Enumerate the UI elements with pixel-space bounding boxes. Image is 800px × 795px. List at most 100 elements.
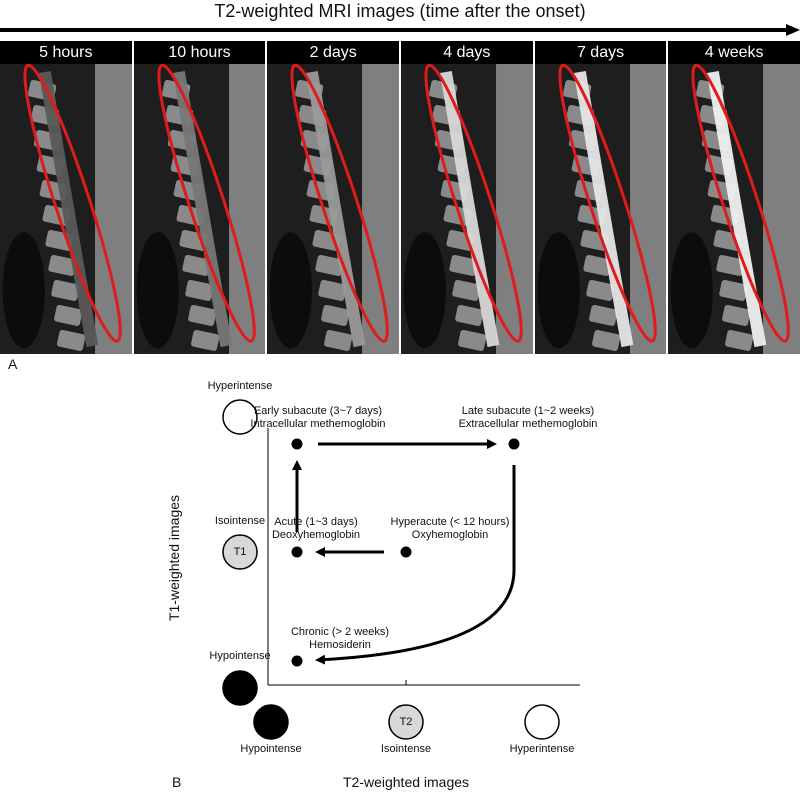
dot-hyperacute <box>400 546 412 558</box>
timeline-arrow <box>0 24 800 36</box>
vertebral-body <box>51 279 80 301</box>
posterior-tissue <box>95 64 132 354</box>
mri-image-row <box>0 64 800 354</box>
label-hyperacute: Hyperacute (< 12 hours) Oxyhemoglobin <box>385 516 515 542</box>
vertebral-body <box>716 254 745 276</box>
time-header-6: 4 weeks <box>668 41 800 64</box>
highlight-ellipse <box>424 64 523 343</box>
early-subacute-substance: Intracellular methemoglobin <box>250 418 386 430</box>
vertebral-body <box>583 254 612 276</box>
label-acute: Acute (1~3 days) Deoxyhemoglobin <box>266 516 366 542</box>
spinal-cord <box>38 71 99 348</box>
spinal-cord <box>707 71 767 348</box>
mri-scan-drawing <box>0 64 132 354</box>
dot-acute <box>291 546 303 558</box>
vertebral-body <box>452 279 481 301</box>
t2-marker: T2 <box>399 716 413 728</box>
mri-scan-drawing <box>401 64 533 354</box>
vertebral-body <box>318 279 347 301</box>
acute-title: Acute (1~3 days) <box>274 516 358 528</box>
spinal-cord <box>306 71 366 348</box>
y-level-isointense: Isointense <box>214 515 266 527</box>
thoracic-cavity <box>670 232 714 349</box>
panel-label-a: A <box>8 356 18 372</box>
y-axis-label: T1-weighted images <box>166 494 182 622</box>
arrow-late-subacute-to-chronic <box>315 465 516 665</box>
thoracic-cavity <box>403 232 446 349</box>
mri-image-2-days <box>267 64 400 354</box>
mri-image-10-hours <box>133 64 266 354</box>
x-axis-label: T2-weighted images <box>342 774 470 790</box>
thoracic-cavity <box>269 232 313 349</box>
time-header-3: 2 days <box>267 41 400 64</box>
time-header-5: 7 days <box>534 41 667 64</box>
hyperintense-y-circle <box>222 399 258 435</box>
mri-scan-drawing <box>534 64 667 354</box>
isointense-x-circle <box>388 704 424 740</box>
spinal-cord <box>439 71 500 348</box>
posterior-tissue <box>228 64 266 354</box>
vertebral-body <box>54 304 83 326</box>
vertebral-body <box>725 329 754 351</box>
mri-image-5-hours <box>0 64 132 354</box>
vertebral-body <box>321 304 350 326</box>
vertebral-body <box>190 329 219 351</box>
mri-image-4-weeks <box>668 64 800 354</box>
panel-label-b: B <box>172 774 182 790</box>
highlight-ellipse <box>23 64 122 343</box>
panel-a-mri-timeline: T2-weighted MRI images (time after the o… <box>0 0 800 372</box>
hypointense-x-circle <box>253 704 289 740</box>
y-level-hyperintense: Hyperintense <box>207 380 273 392</box>
late-subacute-substance: Extracellular methemoglobin <box>458 418 598 430</box>
spinal-cord <box>573 71 633 348</box>
vertebral-body <box>722 304 751 326</box>
dot-chronic <box>291 655 303 667</box>
early-subacute-title: Early subacute (3~7 days) <box>253 405 383 417</box>
x-level-hyperintense: Hyperintense <box>509 743 575 755</box>
late-subacute-title: Late subacute (1~2 weeks) <box>461 405 595 417</box>
timeline-title: T2-weighted MRI images (time after the o… <box>214 1 586 21</box>
vertebral-body <box>324 329 353 351</box>
hyperacute-title: Hyperacute (< 12 hours) <box>390 516 510 528</box>
t1-marker: T1 <box>233 546 247 558</box>
thoracic-cavity <box>136 232 179 349</box>
x-level-isointense: Isointense <box>380 743 432 755</box>
y-level-hypointense: Hypointense <box>209 650 271 662</box>
hyperintense-x-circle <box>524 704 560 740</box>
label-chronic: Chronic (> 2 weeks) Hemosiderin <box>280 626 400 652</box>
vertebral-body <box>182 254 211 276</box>
hyperacute-substance: Oxyhemoglobin <box>411 529 489 541</box>
highlight-ellipse <box>691 64 791 343</box>
label-early-subacute: Early subacute (3~7 days) Intracellular … <box>248 405 388 431</box>
thoracic-cavity <box>2 232 45 349</box>
posterior-tissue <box>362 64 400 354</box>
mri-scan-drawing <box>267 64 400 354</box>
vertebral-body <box>585 279 615 301</box>
panel-b-signal-diagram: T1 T2 Hyperintense Isointense Hypointens… <box>0 380 800 795</box>
vertebral-body <box>57 329 86 351</box>
vertebral-body <box>48 254 77 276</box>
vertebral-body <box>591 329 620 351</box>
posterior-tissue <box>629 64 667 354</box>
x-level-hypointense: Hypointense <box>240 743 302 755</box>
hypointense-y-circle <box>222 670 258 706</box>
posterior-tissue <box>763 64 800 354</box>
vertebral-body <box>449 254 478 276</box>
dot-early-subacute <box>291 438 303 450</box>
vertebral-body <box>719 279 748 301</box>
time-header-1: 5 hours <box>0 41 132 64</box>
mri-scan-drawing <box>668 64 800 354</box>
vertebral-body <box>184 279 214 301</box>
chronic-substance: Hemosiderin <box>309 639 371 651</box>
mri-image-4-days <box>401 64 533 354</box>
dot-late-subacute <box>508 438 520 450</box>
vertebral-body <box>458 329 487 351</box>
vertebral-body <box>315 254 344 276</box>
signal-diagram-svg <box>222 399 580 740</box>
highlight-ellipse <box>290 64 390 343</box>
vertebral-body <box>588 304 618 326</box>
time-header-2: 10 hours <box>133 41 266 64</box>
spinal-cord <box>172 71 232 348</box>
time-point-headers: 5 hours 10 hours 2 days 4 days 7 days 4 … <box>0 41 800 64</box>
time-header-4: 4 days <box>401 41 533 64</box>
